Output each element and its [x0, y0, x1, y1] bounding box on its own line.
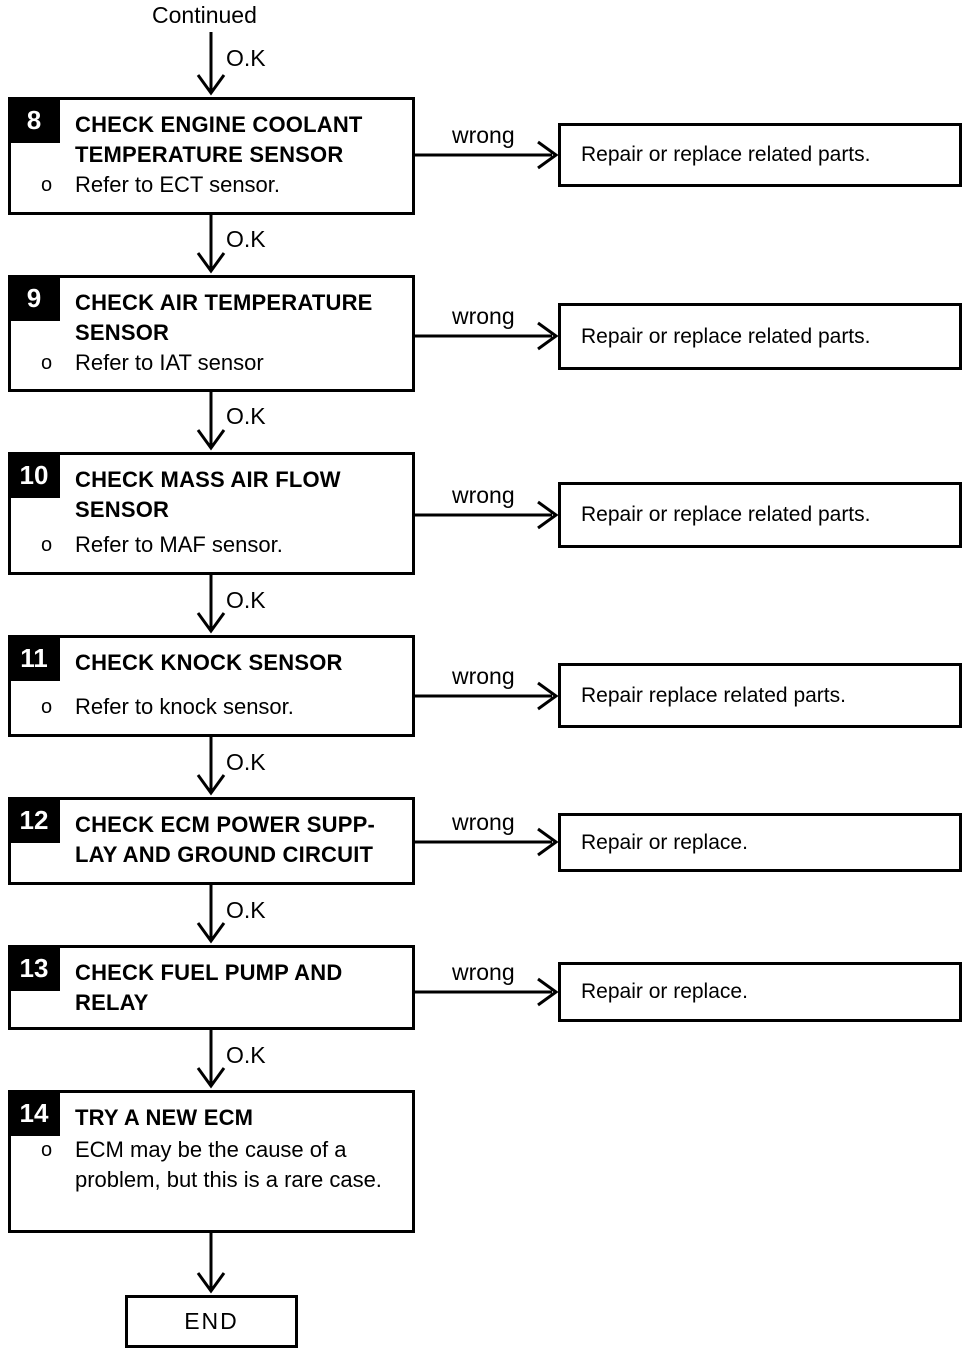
ok-label: O.K [226, 403, 266, 429]
bullet-marker: o [41, 174, 53, 196]
result-text: Repair replace related parts. [581, 683, 846, 707]
step-note: Refer to MAF sensor. [75, 532, 283, 557]
ok-arrow-continued [196, 32, 226, 96]
result-box: Repair or replace. [558, 962, 962, 1022]
ok-label: O.K [226, 45, 266, 71]
ok-arrow-8-9 [196, 215, 226, 274]
step-box-8: 8 CHECK ENGINE COOLANT TEMPERATURE SENSO… [8, 97, 415, 215]
wrong-label: wrong [452, 809, 515, 835]
step-box-14: 14 TRY A NEW ECM o ECM may be the cause … [8, 1090, 415, 1233]
wrong-label: wrong [452, 663, 515, 689]
step-title: CHECK ECM POWER SUPP- LAY AND GROUND CIR… [75, 812, 375, 867]
step-box-10: 10 CHECK MASS AIR FLOW SENSOR o Refer to… [8, 452, 415, 575]
end-box: END [125, 1295, 298, 1348]
step-box-13: 13 CHECK FUEL PUMP AND RELAY [8, 945, 415, 1030]
bullet-marker: o [41, 1139, 53, 1161]
bullet-marker: o [41, 534, 53, 556]
result-box: Repair replace related parts. [558, 663, 962, 728]
step-note-row: o Refer to knock sensor. [41, 692, 402, 722]
step-number-badge: 12 [8, 797, 60, 843]
step-note-row: o Refer to MAF sensor. [41, 530, 402, 560]
step-note: Refer to knock sensor. [75, 694, 294, 719]
step-title: CHECK FUEL PUMP AND RELAY [75, 960, 343, 1015]
step-box-9: 9 CHECK AIR TEMPERATURE SENSOR o Refer t… [8, 275, 415, 392]
ok-arrow-10-11 [196, 575, 226, 634]
step-note-row: o ECM may be the cause of a problem, but… [41, 1135, 402, 1195]
ok-arrow-11-12 [196, 737, 226, 796]
step-title: CHECK AIR TEMPERATURE SENSOR [75, 290, 373, 345]
step-number-badge: 10 [8, 452, 60, 498]
step-note-row: o Refer to IAT sensor [41, 348, 402, 378]
end-arrow [196, 1233, 226, 1294]
ok-label: O.K [226, 749, 266, 775]
result-text: Repair or replace related parts. [581, 324, 871, 348]
result-box: Repair or replace. [558, 813, 962, 872]
result-box: Repair or replace related parts. [558, 482, 962, 548]
step-title: CHECK MASS AIR FLOW SENSOR [75, 467, 341, 522]
step-box-12: 12 CHECK ECM POWER SUPP- LAY AND GROUND … [8, 797, 415, 885]
ok-arrow-13-14 [196, 1030, 226, 1089]
step-title: CHECK ENGINE COOLANT TEMPERATURE SENSOR [75, 112, 363, 167]
result-text: Repair or replace related parts. [581, 503, 871, 526]
end-label: END [184, 1308, 239, 1334]
wrong-label: wrong [452, 303, 515, 329]
result-text: Repair or replace. [581, 980, 748, 1003]
wrong-label: wrong [452, 122, 515, 148]
ok-label: O.K [226, 226, 266, 252]
step-note: Refer to IAT sensor [75, 350, 264, 375]
step-note: ECM may be the cause of a problem, but t… [75, 1137, 382, 1192]
wrong-label: wrong [452, 959, 515, 985]
step-number-badge: 13 [8, 945, 60, 991]
step-number-badge: 8 [8, 97, 60, 143]
step-number-badge: 14 [8, 1090, 60, 1136]
step-note: Refer to ECT sensor. [75, 172, 281, 197]
step-number-badge: 11 [8, 635, 60, 681]
result-box: Repair or replace related parts. [558, 303, 962, 370]
result-box: Repair or replace related parts. [558, 123, 962, 187]
result-text: Repair or replace related parts. [581, 143, 871, 166]
bullet-marker: o [41, 352, 53, 374]
ok-label: O.K [226, 897, 266, 923]
bullet-marker: o [41, 696, 53, 718]
wrong-label: wrong [452, 482, 515, 508]
step-note-row: o Refer to ECT sensor. [41, 170, 402, 200]
ok-label: O.K [226, 1042, 266, 1068]
step-title: TRY A NEW ECM [75, 1105, 254, 1130]
ok-label: O.K [226, 587, 266, 613]
continued-label: Continued [152, 2, 257, 28]
result-text: Repair or replace. [581, 830, 748, 854]
ok-arrow-12-13 [196, 885, 226, 944]
step-box-11: 11 CHECK KNOCK SENSOR o Refer to knock s… [8, 635, 415, 737]
ok-arrow-9-10 [196, 392, 226, 451]
step-title: CHECK KNOCK SENSOR [75, 650, 343, 675]
step-number-badge: 9 [8, 275, 60, 321]
